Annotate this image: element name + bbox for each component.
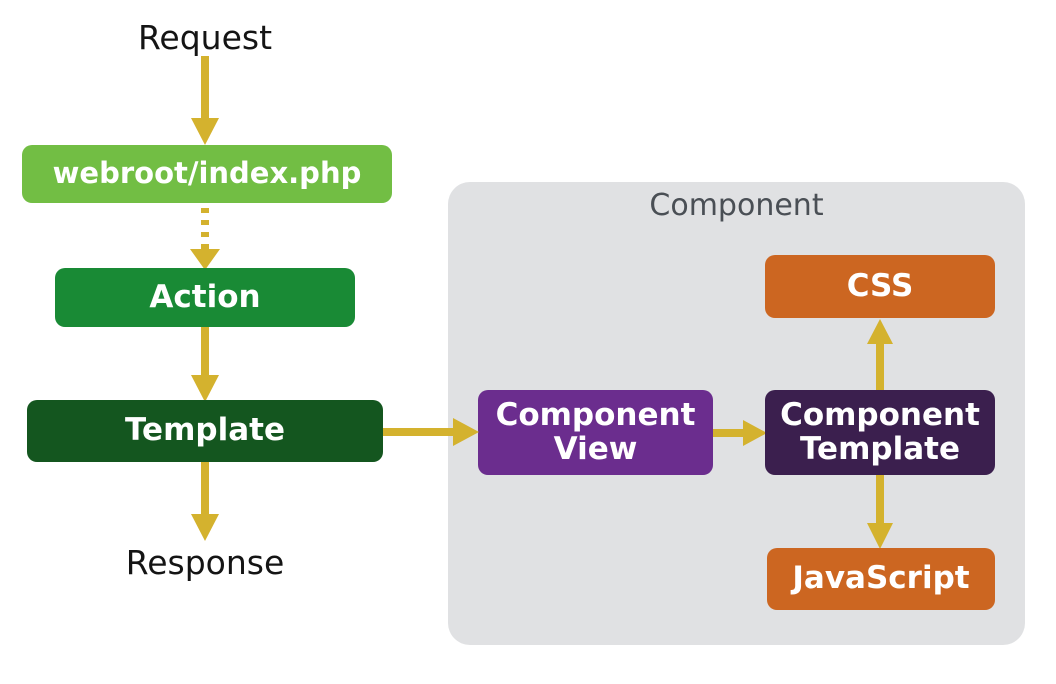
arrow-component-template-to-javascript — [864, 475, 896, 551]
arrow-component-template-to-css — [864, 318, 896, 392]
node-component-view-label-line2: View — [553, 430, 638, 467]
node-component-template-label-line2: Template — [800, 430, 960, 467]
node-javascript[interactable]: JavaScript — [767, 548, 995, 610]
node-template-label: Template — [125, 412, 285, 449]
node-template[interactable]: Template — [27, 400, 383, 462]
node-webroot-index-php-label: webroot/index.php — [52, 156, 362, 191]
node-webroot-index-php[interactable]: webroot/index.php — [22, 145, 392, 203]
arrow-component-view-to-component-template — [713, 418, 769, 448]
node-component-template[interactable]: Component Template — [765, 390, 995, 475]
component-panel-title: Component — [649, 188, 824, 223]
node-css-label: CSS — [846, 267, 914, 304]
node-css[interactable]: CSS — [765, 255, 995, 318]
response-label: Response — [125, 543, 285, 582]
arrow-template-to-response — [188, 462, 222, 542]
request-label: Request — [137, 18, 273, 57]
node-component-view[interactable]: Component View — [478, 390, 713, 475]
node-javascript-label: JavaScript — [792, 560, 970, 597]
arrow-template-to-component-view — [383, 417, 481, 447]
arrow-request-to-webroot — [188, 56, 222, 146]
arrow-action-to-template — [188, 327, 222, 403]
node-component-view-label-line1: Component — [495, 397, 696, 434]
node-component-template-label-line1: Component — [780, 397, 980, 434]
node-action[interactable]: Action — [55, 268, 355, 327]
arrow-webroot-to-action — [188, 205, 222, 271]
node-action-label: Action — [149, 278, 261, 315]
